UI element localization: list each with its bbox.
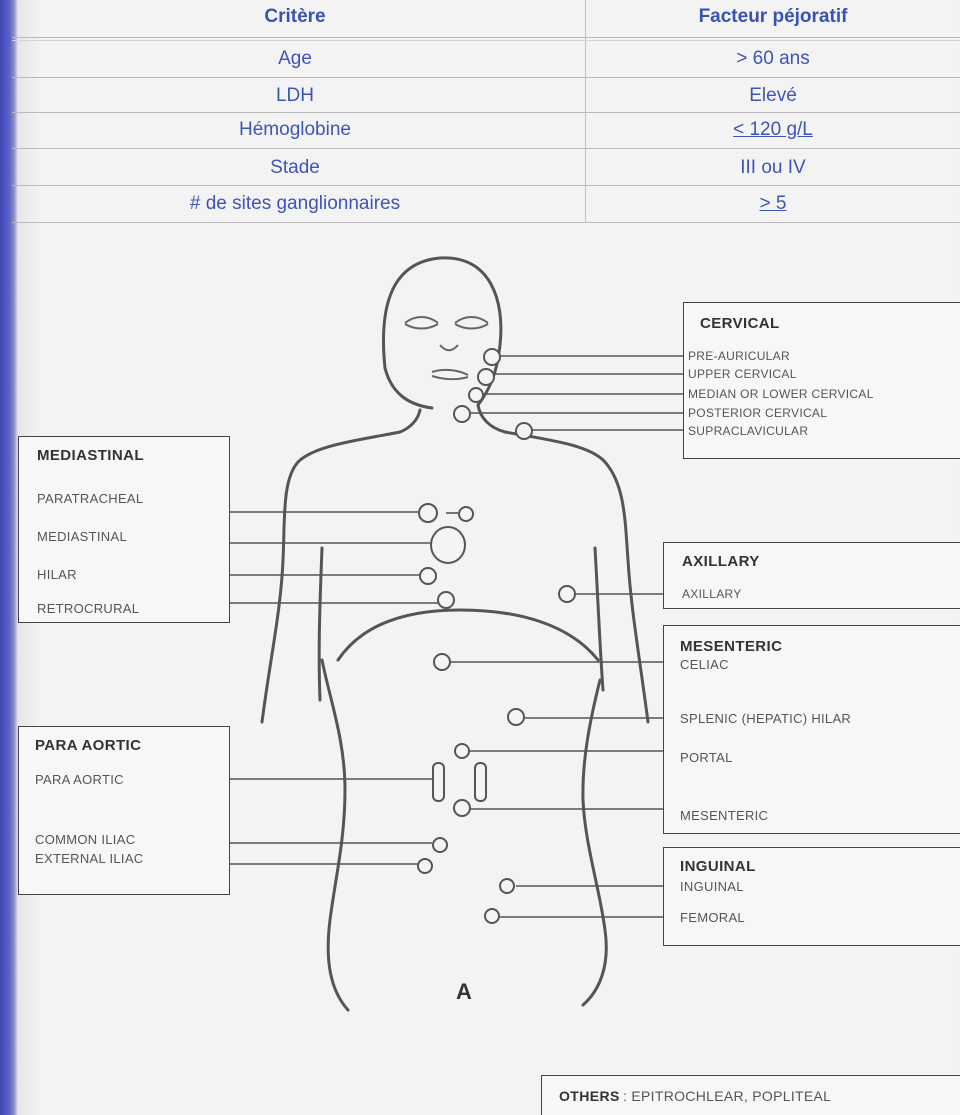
mesenteric-item: SPLENIC (HEPATIC) HILAR bbox=[680, 711, 851, 726]
mesenteric-title: MESENTERIC bbox=[680, 638, 782, 655]
figure-label: A bbox=[456, 979, 472, 1005]
mediastinal-title: MEDIASTINAL bbox=[37, 447, 144, 464]
cervical-item: POSTERIOR CERVICAL bbox=[688, 406, 827, 420]
para-aortic-box: PARA AORTIC PARA AORTIC COMMON ILIAC EXT… bbox=[18, 726, 230, 895]
inguinal-item: INGUINAL bbox=[680, 879, 744, 894]
para-aortic-item: EXTERNAL ILIAC bbox=[35, 851, 143, 866]
cervical-item: PRE-AURICULAR bbox=[688, 349, 790, 363]
face bbox=[405, 317, 488, 379]
para-aortic-item: COMMON ILIAC bbox=[35, 832, 135, 847]
cervical-item: MEDIAN OR LOWER CERVICAL bbox=[688, 387, 874, 401]
others-box: OTHERS : EPITROCHLEAR, POPLITEAL bbox=[541, 1075, 960, 1115]
mesenteric-item: MESENTERIC bbox=[680, 808, 768, 823]
mesenteric-item: PORTAL bbox=[680, 750, 733, 765]
axillary-title: AXILLARY bbox=[682, 553, 760, 570]
inguinal-box: INGUINAL INGUINAL FEMORAL bbox=[663, 847, 960, 946]
para-aortic-item: PARA AORTIC bbox=[35, 772, 124, 787]
cervical-item: SUPRACLAVICULAR bbox=[688, 424, 808, 438]
mesenteric-box: MESENTERIC CELIAC SPLENIC (HEPATIC) HILA… bbox=[663, 625, 960, 834]
mediastinal-item: HILAR bbox=[37, 567, 77, 582]
leader-lines bbox=[230, 356, 685, 917]
others-text: : EPITROCHLEAR, POPLITEAL bbox=[623, 1088, 831, 1104]
mesenteric-item: CELIAC bbox=[680, 657, 729, 672]
inguinal-item: FEMORAL bbox=[680, 910, 745, 925]
mediastinal-item: RETROCRURAL bbox=[37, 601, 139, 616]
cervical-box: CERVICAL PRE-AURICULAR UPPER CERVICAL ME… bbox=[683, 302, 960, 459]
axillary-item: AXILLARY bbox=[682, 587, 742, 601]
cervical-title: CERVICAL bbox=[700, 315, 780, 332]
axillary-box: AXILLARY AXILLARY bbox=[663, 542, 960, 609]
lymph-node-markers bbox=[418, 349, 575, 923]
para-aortic-title: PARA AORTIC bbox=[35, 737, 141, 754]
mediastinal-item: PARATRACHEAL bbox=[37, 491, 143, 506]
others-title: OTHERS bbox=[559, 1088, 620, 1104]
cervical-item: UPPER CERVICAL bbox=[688, 367, 797, 381]
mediastinal-item: MEDIASTINAL bbox=[37, 529, 127, 544]
mediastinal-box: MEDIASTINAL PARATRACHEAL MEDIASTINAL HIL… bbox=[18, 436, 230, 623]
inguinal-title: INGUINAL bbox=[680, 858, 756, 875]
